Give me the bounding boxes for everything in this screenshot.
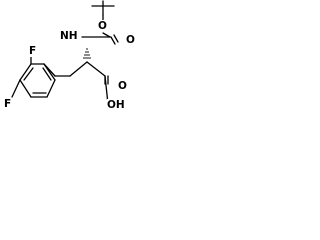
atom-oxygen-carbonyl: O xyxy=(126,34,135,46)
ring-bond-2 xyxy=(19,63,32,81)
ring-bond-3 xyxy=(19,79,32,98)
ring-inner-bond-3 xyxy=(42,67,52,81)
atom-labels: O NH O F F O OH xyxy=(4,20,136,111)
benzene-ring xyxy=(11,54,56,98)
ring-bond-5 xyxy=(46,79,56,98)
bond-carbonyl-double-2 xyxy=(113,34,119,43)
ring-inner-bond-1 xyxy=(23,67,34,81)
atom-oxygen-ester: O xyxy=(98,20,107,32)
hashed-wedge-bond xyxy=(83,48,91,59)
atom-fluorine-bottom: F xyxy=(4,98,11,110)
carbon-chain xyxy=(43,61,106,77)
ring-bond-6 xyxy=(43,63,56,81)
bond-alpha-ch2 xyxy=(69,61,88,77)
atom-nh: NH xyxy=(60,30,78,42)
atom-fluorine-top: F xyxy=(29,45,36,57)
bond-oxygen-carbonyl xyxy=(102,32,111,38)
tert-butyl-group xyxy=(91,0,115,23)
atom-hydroxyl: OH xyxy=(107,99,125,111)
bond-ring-fluorine-bottom xyxy=(11,79,21,98)
bond-carbonyl-double xyxy=(110,36,116,45)
structural-formula: O NH O F F O OH xyxy=(4,0,136,111)
atom-oxygen-acid: O xyxy=(118,80,127,92)
bond-alpha-acid xyxy=(86,61,106,77)
carbamate-group xyxy=(81,32,119,45)
